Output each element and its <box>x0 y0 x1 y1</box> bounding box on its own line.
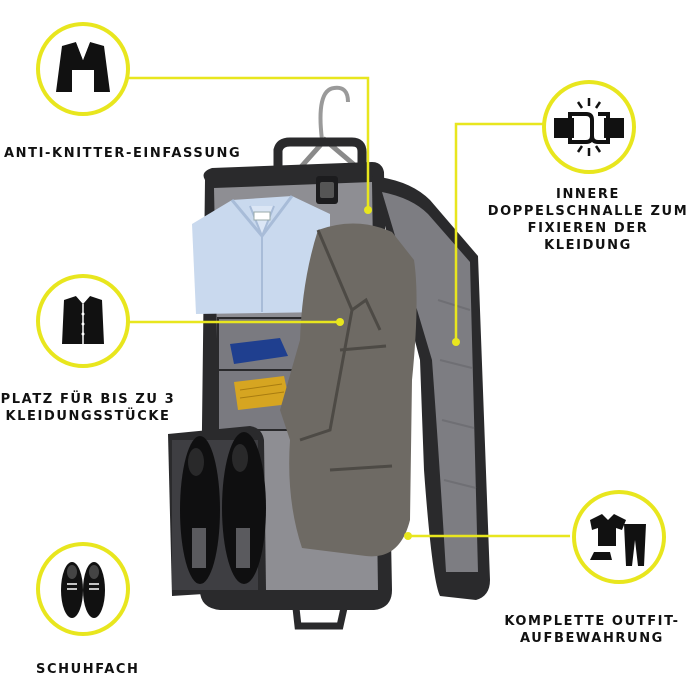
callout-line: KOMPLETTE OUTFIT- <box>504 614 680 629</box>
callout-label-shoes: SCHUHFACH <box>36 661 140 678</box>
callout-label-outfit: KOMPLETTE OUTFIT- AUFBEWAHRUNG <box>486 613 698 647</box>
callout-line: ANTI-KNITTER-EINFASSUNG <box>4 146 242 161</box>
jacket-callout-badge <box>36 22 130 116</box>
callout-line: SCHUHFACH <box>36 662 140 677</box>
shoes-callout-badge <box>36 542 130 636</box>
callout-label-buckle: INNERE DOPPELSCHNALLE ZUM FIXIEREN DER K… <box>478 186 698 254</box>
callout-label-shirt: PLATZ FÜR BIS ZU 3 KLEIDUNGSSTÜCKE <box>0 391 176 425</box>
callout-label-jacket: ANTI-KNITTER-EINFASSUNG <box>4 145 241 162</box>
callout-line: FIXIEREN DER <box>527 221 649 236</box>
callout-line: PLATZ FÜR BIS ZU 3 <box>0 392 176 407</box>
outfit-callout-badge <box>572 490 666 584</box>
shirt-callout-badge <box>36 274 130 368</box>
shoes-icon <box>61 562 105 618</box>
jacket-icon <box>56 42 110 92</box>
buckle-icon <box>554 98 624 156</box>
callout-line: KLEIDUNGSSTÜCKE <box>5 409 171 424</box>
callout-line: AUFBEWAHRUNG <box>520 631 664 646</box>
callout-line: KLEIDUNG <box>544 238 632 253</box>
callout-line: INNERE <box>556 187 620 202</box>
callout-line: DOPPELSCHNALLE ZUM <box>487 204 689 219</box>
outfit-icon <box>590 514 646 566</box>
buckle-callout-badge <box>542 80 636 174</box>
shirt-icon <box>62 296 104 344</box>
